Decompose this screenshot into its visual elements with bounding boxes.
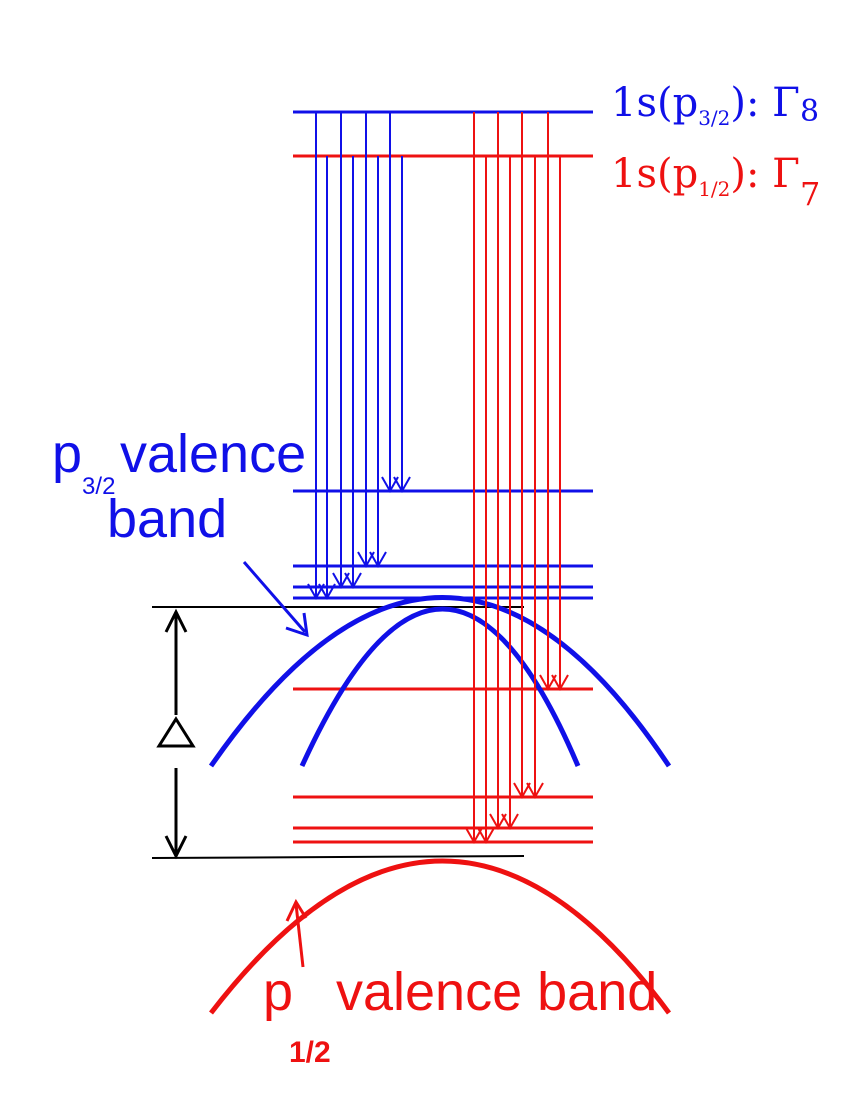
arrow-head xyxy=(332,572,350,590)
transition-arrow xyxy=(501,156,519,831)
transition-arrow xyxy=(539,112,557,692)
transition-arrow xyxy=(369,156,387,569)
gamma8-index: 8 xyxy=(800,94,819,129)
transition-arrow xyxy=(551,156,569,692)
arrow-head xyxy=(344,572,362,590)
pointer-arrow-icon xyxy=(242,561,309,638)
p32-heavy-hole-band-curve xyxy=(208,595,672,768)
gamma7-suffix: ): Γ xyxy=(730,151,800,197)
arrow-head xyxy=(465,827,483,845)
arrow-head xyxy=(501,813,519,831)
gamma8-suffix: ): Γ xyxy=(730,80,800,126)
transition-arrow xyxy=(318,156,336,601)
p12-p: p xyxy=(263,962,293,1022)
transition-arrow xyxy=(477,156,495,845)
arrow-head xyxy=(357,551,375,569)
gamma7-subscript: 1/2 xyxy=(698,177,730,201)
p12-subscript: 1/2 xyxy=(289,1036,331,1069)
p32-p: p xyxy=(52,424,82,484)
transition-arrow xyxy=(526,156,544,800)
transition-arrow xyxy=(357,112,375,569)
arrow-head xyxy=(318,583,336,601)
transition-arrow xyxy=(307,112,325,601)
transition-arrow xyxy=(381,112,399,494)
transition-arrow xyxy=(465,112,483,845)
transition-arrow xyxy=(393,156,411,494)
arrow-head xyxy=(477,827,495,845)
gamma7-index: 7 xyxy=(800,175,820,213)
p12-band-edge-line xyxy=(151,855,525,859)
arrow-head xyxy=(513,782,531,800)
gamma7-level-label: 1s(p1/2): Γ7 xyxy=(611,151,820,213)
p32-band-label-line2: band xyxy=(107,489,227,549)
triangle-icon xyxy=(156,716,196,748)
arrow-head xyxy=(539,674,557,692)
transition-arrow xyxy=(344,156,362,590)
p12-split-off-band-curve xyxy=(209,858,672,1015)
p12-transition-arrows xyxy=(465,112,569,845)
transition-arrow xyxy=(489,112,507,831)
arrow-head xyxy=(393,476,411,494)
p32-word-valence: valence xyxy=(120,424,306,484)
gamma7-prefix: 1s(p xyxy=(611,151,698,197)
gamma8-subscript: 3/2 xyxy=(698,106,730,130)
transition-arrow xyxy=(513,112,531,800)
p12-band-label: p 1/2valence band xyxy=(263,962,657,1069)
p32-band-label: p3/2valence xyxy=(52,424,306,500)
arrow-head xyxy=(551,674,569,692)
arrow-head xyxy=(489,813,507,831)
arrow-head xyxy=(526,782,544,800)
arrow-head xyxy=(381,476,399,494)
p32-light-hole-band-curve xyxy=(299,606,581,768)
p32-subscript: 3/2 xyxy=(82,473,115,500)
gamma8-level-label: 1s(p3/2): Γ8 xyxy=(611,80,819,130)
arrow-head xyxy=(369,551,387,569)
p12-rest: valence band xyxy=(336,962,657,1022)
pointer-arrow-icon xyxy=(285,898,308,968)
double-headed-arrow-icon xyxy=(164,608,188,860)
p32-transition-arrows xyxy=(307,112,411,601)
transition-arrow xyxy=(332,112,350,590)
gamma8-prefix: 1s(p xyxy=(611,80,698,126)
